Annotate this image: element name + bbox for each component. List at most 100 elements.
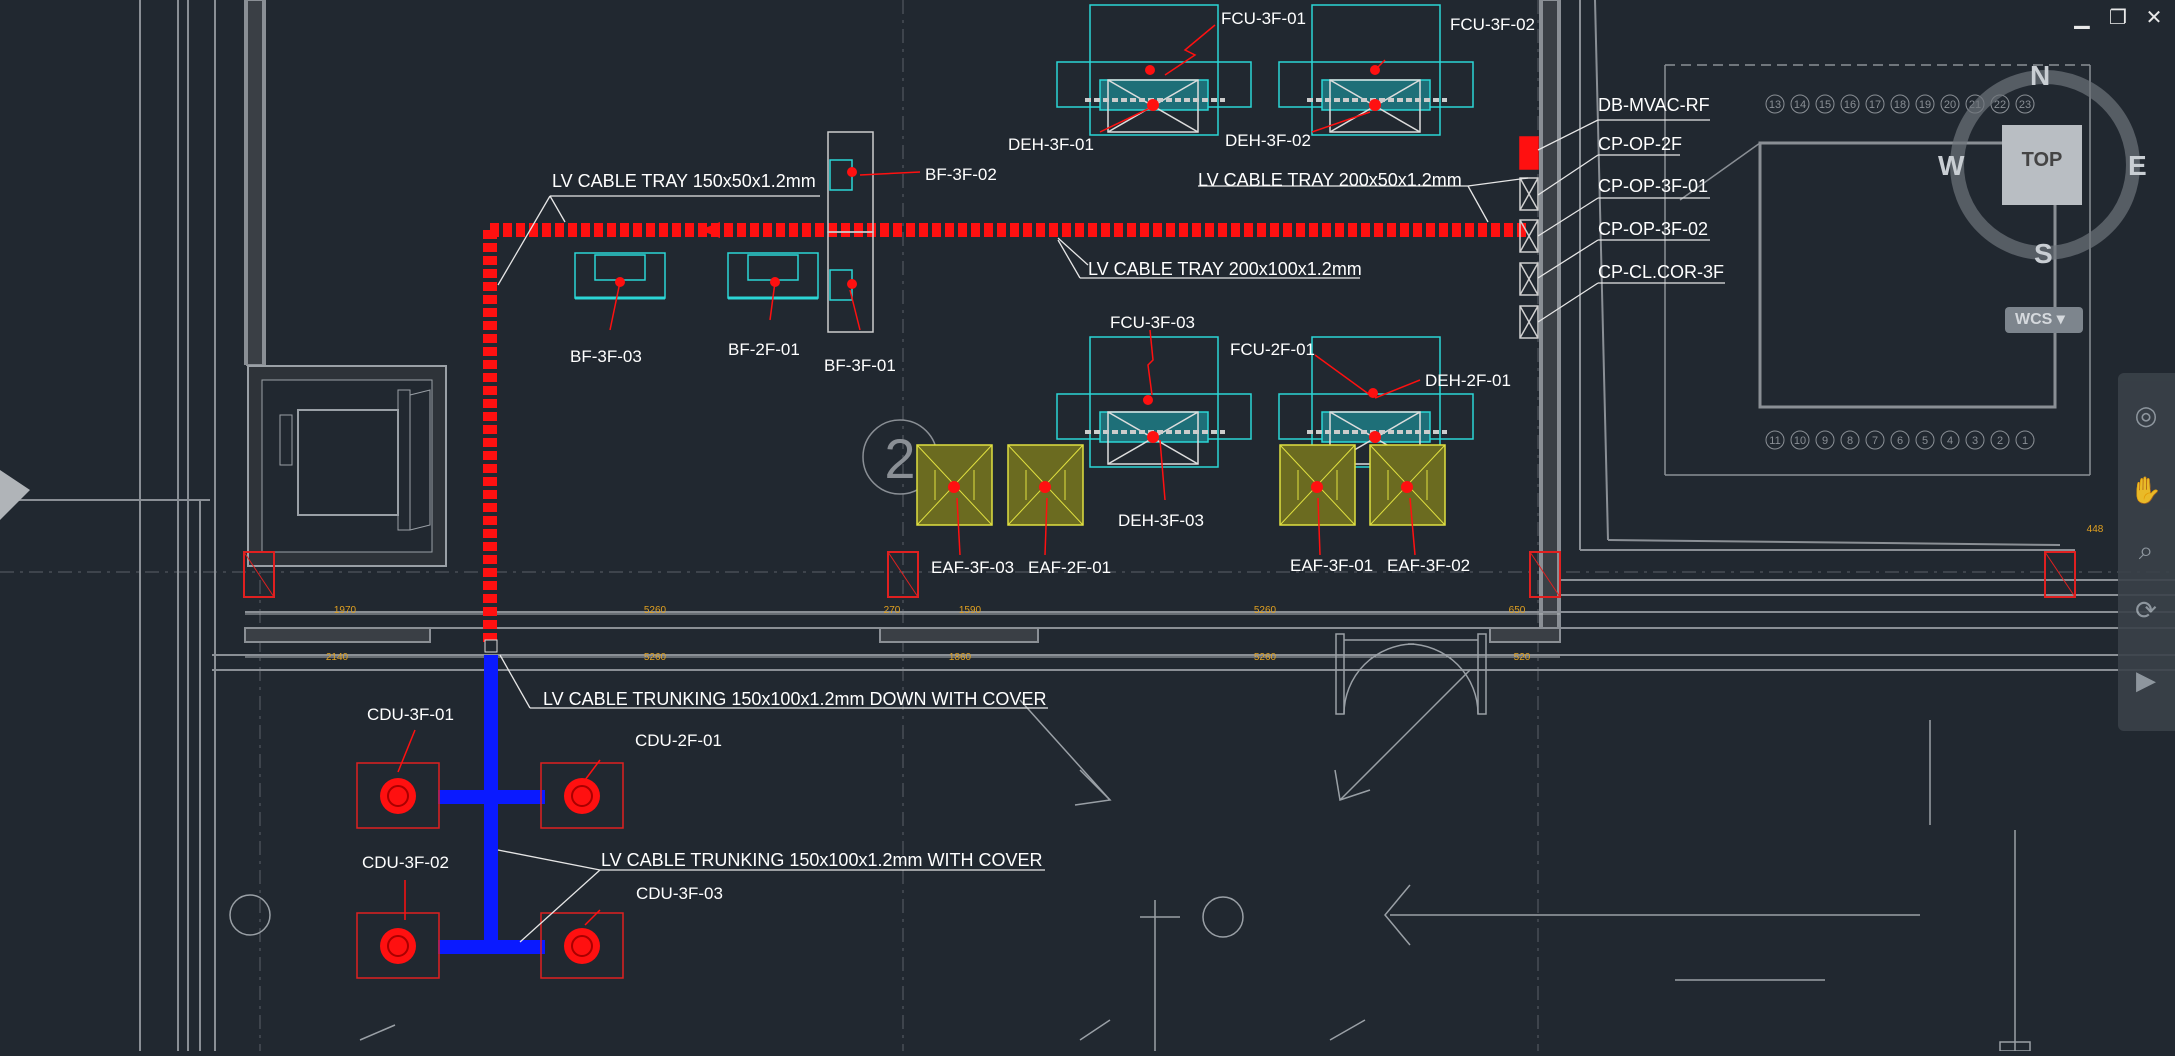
bf-3f-01-tag: BF-3F-01 (824, 356, 896, 375)
trunking-riser (484, 639, 498, 653)
stair-number: 4 (1947, 435, 1953, 447)
lv-cable-tray (483, 222, 1530, 645)
orbit-icon[interactable]: ⟳ (2135, 596, 2157, 626)
tray-200x50-label: LV CABLE TRAY 200x50x1.2mm (1198, 170, 1462, 190)
eaf-unit (1369, 444, 1446, 526)
deh-3f-03-tag: DEH-3F-03 (1118, 511, 1204, 530)
viewcube[interactable]: N S E W TOP WCS ▾ (1938, 60, 2150, 333)
tray-200x100-label: LV CABLE TRAY 200x100x1.2mm (1088, 259, 1362, 279)
dim-1970: 1970 (334, 605, 357, 616)
viewcube-ring (1950, 70, 2140, 260)
cp-cl-cor-3f-label: CP-CL.COR-3F (1598, 262, 1724, 282)
stair-number: 2 (1997, 435, 2003, 447)
fcu-unit (1056, 336, 1252, 468)
dim-650: 650 (1509, 605, 1526, 616)
eaf-unit (916, 444, 993, 526)
tag-dots (615, 65, 1380, 405)
dim-5260-b: 5260 (1254, 605, 1277, 616)
stair-number: 10 (1794, 435, 1806, 447)
cdu-unit (356, 912, 440, 979)
stair-number: 14 (1794, 99, 1806, 111)
cdu-unit (356, 762, 440, 829)
stair-number: 20 (1944, 99, 1956, 111)
stair-number: 11 (1769, 435, 1780, 447)
fcu-3f-03-tag: FCU-3F-03 (1110, 313, 1195, 332)
showmotion-icon[interactable]: ▶ (2136, 666, 2156, 696)
dimension-lines (245, 613, 1560, 658)
dim-448: 448 (2087, 524, 2104, 535)
fcu-unit (1278, 4, 1474, 136)
trunk-down-label: LV CABLE TRUNKING 150x100x1.2mm DOWN WIT… (543, 689, 1046, 709)
tag-leaders (397, 24, 1421, 926)
fan-marker (615, 277, 625, 287)
fcu-units (1056, 4, 1474, 468)
stair-number: 8 (1847, 435, 1853, 447)
lift-shaft (247, 365, 447, 567)
cdu-unit (540, 762, 624, 829)
stair-number: 1 (2022, 435, 2028, 447)
cdu-2f-01-tag: CDU-2F-01 (635, 731, 722, 750)
trunk-cover-label: LV CABLE TRUNKING 150x100x1.2mm WITH COV… (601, 850, 1042, 870)
minimize-icon[interactable]: ▁ (2074, 5, 2090, 29)
cp-op-3f-01-label: CP-OP-3F-01 (1598, 176, 1708, 196)
cdu-3f-01-tag: CDU-3F-01 (367, 705, 454, 724)
lv-cable-trunking (438, 655, 545, 954)
compass-north[interactable]: N (2030, 60, 2051, 91)
cdu-3f-03-tag: CDU-3F-03 (636, 884, 723, 903)
leader-lines (497, 119, 1725, 943)
stair-block (1664, 64, 2091, 476)
steering-wheel-icon[interactable]: ◎ (2134, 401, 2158, 431)
stair-number: 23 (2019, 99, 2031, 111)
stair-number: 5 (1922, 435, 1928, 447)
equipment-tags: FCU-3F-01 FCU-3F-02 DEH-3F-01 DEH-3F-02 … (362, 9, 1535, 903)
viewcube-top-face[interactable]: TOP (2002, 125, 2082, 205)
stair-number: 17 (1869, 99, 1881, 111)
north-arrow-fragment (0, 470, 30, 520)
tray-labels: LV CABLE TRAY 150x50x1.2mm LV CABLE TRAY… (543, 95, 1724, 870)
fcu-2f-01-tag: FCU-2F-01 (1230, 340, 1315, 359)
lower-annotations (229, 669, 2031, 1052)
stair-number: 9 (1822, 435, 1828, 447)
stair-number: 13 (1769, 99, 1781, 111)
double-door (1335, 633, 1487, 715)
eaf-3f-03-tag: EAF-3F-03 (931, 558, 1014, 577)
zoom-icon[interactable]: ⌕ (2138, 536, 2154, 566)
panel-boxes (1519, 136, 1539, 339)
pan-icon[interactable]: ✋ (2129, 476, 2163, 506)
fcu-3f-01-tag: FCU-3F-01 (1221, 9, 1306, 28)
condensing-units (356, 762, 624, 979)
dim-270: 270 (884, 605, 901, 616)
fan-marker (847, 167, 857, 177)
compass-west[interactable]: W (1938, 150, 1965, 181)
cp-op-2f-label: CP-OP-2F (1598, 134, 1682, 154)
eaf-2f-01-tag: EAF-2F-01 (1028, 558, 1111, 577)
fcu-unit (1056, 4, 1252, 136)
stair-number: 6 (1897, 435, 1903, 447)
dim-1590: 1590 (959, 605, 982, 616)
navigation-bar: ◎ ✋ ⌕ ⟳ ▶ (2118, 373, 2175, 731)
dim-5260-d: 5260 (1254, 652, 1277, 663)
fan-marker (847, 279, 857, 289)
dim-5260-c: 5260 (644, 652, 667, 663)
restore-icon[interactable]: ❐ (2109, 5, 2127, 29)
tray-150-label: LV CABLE TRAY 150x50x1.2mm (552, 171, 816, 191)
cdu-3f-02-tag: CDU-3F-02 (362, 853, 449, 872)
wcs-menu[interactable]: WCS ▾ (2005, 307, 2083, 333)
stair-number: 19 (1919, 99, 1931, 111)
dim-520: 520 (1514, 652, 1531, 663)
dim-1860: 1860 (949, 652, 972, 663)
deh-3f-02-tag: DEH-3F-02 (1225, 131, 1311, 150)
eaf-unit (1279, 444, 1356, 526)
exhaust-fans (916, 444, 1446, 526)
compass-south[interactable]: S (2034, 238, 2053, 269)
chevron-down-icon: ▾ (2056, 311, 2065, 328)
cdu-unit (540, 912, 624, 979)
close-icon[interactable]: ✕ (2145, 5, 2163, 29)
eaf-3f-02-tag: EAF-3F-02 (1387, 556, 1470, 575)
dim-2140: 2140 (326, 652, 349, 663)
eaf-unit (1007, 444, 1084, 526)
compass-east[interactable]: E (2128, 150, 2147, 181)
eaf-3f-01-tag: EAF-3F-01 (1290, 556, 1373, 575)
